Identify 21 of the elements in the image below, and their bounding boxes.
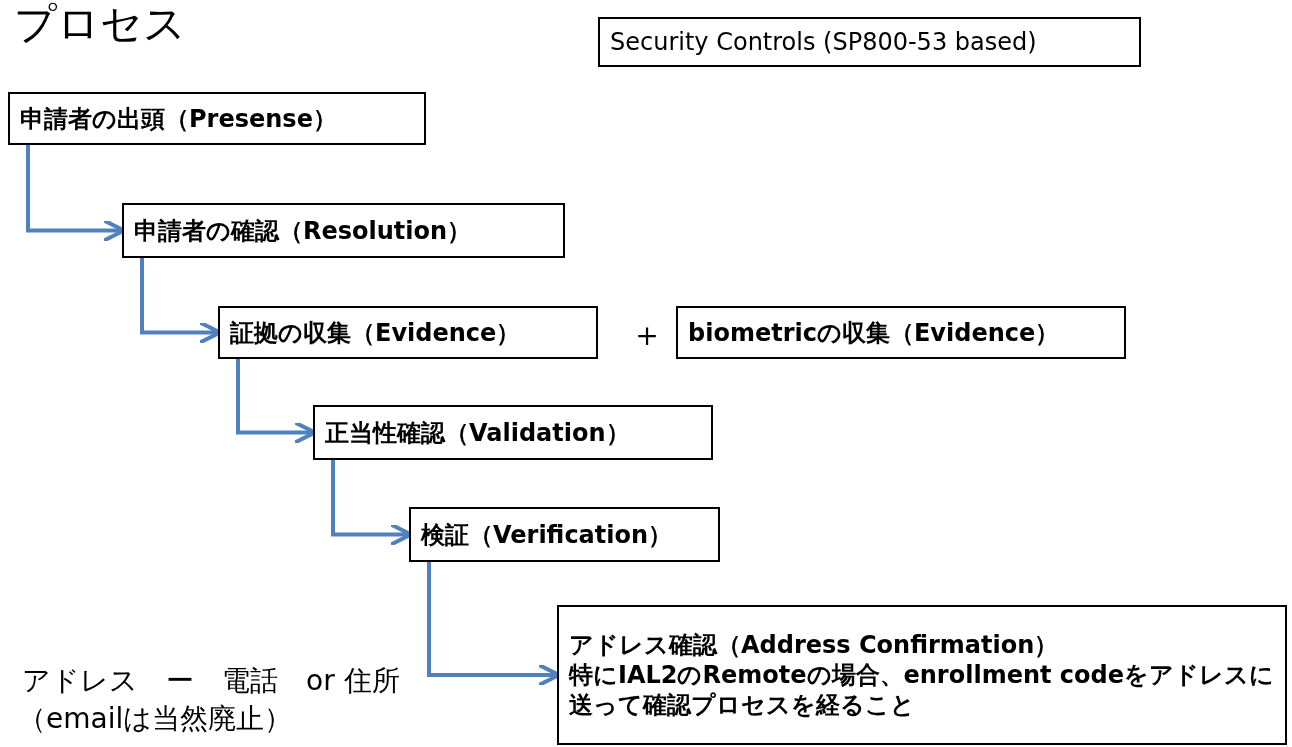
- node-title: biometricの収集（Evidence）: [688, 317, 1061, 348]
- node-title: 申請者の確認（Resolution）: [134, 215, 473, 246]
- node-title: 検証（Verification）: [421, 519, 674, 550]
- node-title: 申請者の出頭（Presense）: [20, 103, 338, 134]
- process-box: [122, 203, 565, 258]
- process-box: [218, 306, 598, 359]
- node-title: 正当性確認（Validation）: [325, 417, 631, 448]
- process-box: [8, 92, 426, 145]
- note-text: アドレス ー 電話 or 住所: [22, 663, 400, 699]
- node-title: 証拠の収集（Evidence）: [230, 317, 522, 348]
- node-text: 特にIAL2のRemoteの場合、enrollment codeをアドレスに送って確認プロセスを経ること: [569, 660, 1275, 720]
- process-box: [598, 17, 1141, 67]
- process-box: [313, 405, 713, 460]
- process-box: [676, 306, 1126, 359]
- process-box: [409, 507, 720, 562]
- process-box: [557, 605, 1287, 745]
- note-text: （emailは当然廃止）: [18, 701, 293, 737]
- node-title: アドレス確認（Address Confirmation）: [569, 630, 1060, 660]
- note-text: ＋: [630, 313, 664, 356]
- title: プロセス: [14, 0, 186, 50]
- node-title: Security Controls (SP800-53 based): [610, 27, 1038, 57]
